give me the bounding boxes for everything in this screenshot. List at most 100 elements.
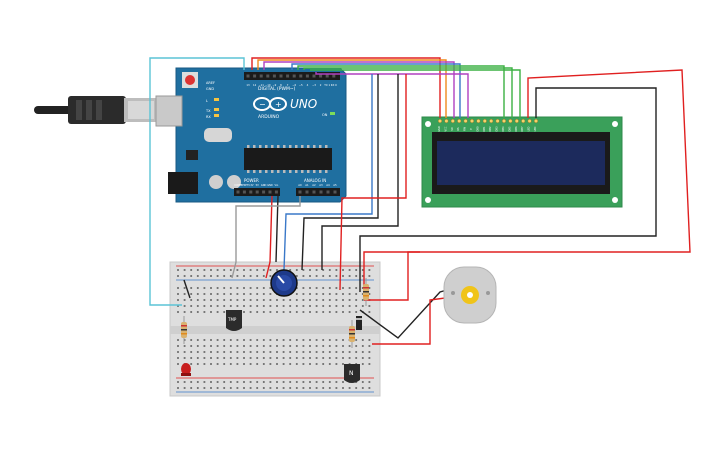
lcd-pin-label: DB1 (483, 126, 486, 131)
analog-pin-label: A2 (312, 183, 316, 187)
digital-pin-label: 2 (320, 83, 322, 87)
diode[interactable] (356, 316, 362, 330)
analog-pin[interactable] (333, 190, 337, 194)
on-led (330, 112, 335, 115)
aref-label: AREF (206, 81, 215, 85)
wire-lcd-6 (303, 67, 513, 118)
wire-black-bb-1 (183, 279, 191, 299)
analog-label: ANALOG IN (304, 178, 326, 183)
digital-pin[interactable] (325, 74, 329, 78)
tx-led (214, 108, 219, 111)
digital-pin[interactable] (305, 74, 309, 78)
lcd-pin-label: GND (438, 126, 441, 132)
lcd-pin[interactable] (489, 118, 494, 123)
regulator (186, 150, 198, 160)
digital-pin[interactable] (246, 74, 250, 78)
lcd-pin-label: LED (534, 127, 537, 132)
usb-port (155, 95, 183, 127)
gnd-label: GND (206, 87, 214, 91)
digital-pin[interactable] (312, 74, 316, 78)
lcd-pin-label: DB0 (476, 126, 479, 131)
breadboard-center-channel (170, 326, 380, 334)
lcd-pin[interactable] (470, 118, 475, 123)
temperature-sensor[interactable]: TMP (226, 310, 242, 331)
wire-lcd-3 (263, 61, 455, 118)
lcd-pin[interactable] (476, 118, 481, 123)
potentiometer[interactable] (270, 269, 298, 297)
power-pin[interactable] (262, 190, 266, 194)
crystal (204, 128, 232, 142)
digital-pin-label: ~6 (292, 83, 296, 87)
analog-pin-label: A0 (298, 183, 302, 187)
lcd-pin[interactable] (534, 118, 539, 123)
resistors[interactable] (181, 278, 369, 348)
digital-label: DIGITAL (PWM~) (258, 86, 296, 92)
analog-pin-label: A5 (333, 183, 337, 187)
power-pin[interactable] (249, 190, 253, 194)
digital-pin[interactable] (259, 74, 263, 78)
digital-pin[interactable] (253, 74, 257, 78)
analog-pin[interactable] (319, 190, 323, 194)
reset-button[interactable] (185, 75, 195, 85)
power-pin[interactable] (242, 190, 246, 194)
transistor[interactable]: N (344, 364, 360, 383)
digital-pin[interactable] (299, 74, 303, 78)
wire-red-a3 (339, 74, 407, 291)
dc-motor[interactable] (443, 266, 497, 324)
digital-pin[interactable] (332, 74, 336, 78)
lcd-pin[interactable] (444, 118, 449, 123)
lcd-pin[interactable] (527, 118, 532, 123)
power-pin[interactable] (268, 190, 272, 194)
digital-pin[interactable] (319, 74, 323, 78)
wire-lcd-8 (315, 72, 469, 118)
digital-pin-label: RX 0 (331, 83, 337, 87)
digital-header (244, 72, 340, 80)
power-pin[interactable] (236, 190, 240, 194)
lcd-pin[interactable] (514, 118, 519, 123)
capacitor-2 (227, 175, 241, 189)
digital-pin[interactable] (279, 74, 283, 78)
wire-lcd-7 (310, 69, 521, 118)
analog-pin[interactable] (326, 190, 330, 194)
rx-label: RX (206, 115, 211, 119)
digital-pin-label: ~3 (312, 83, 316, 87)
wire-black-lcd (359, 87, 657, 292)
analog-pin-label: A1 (305, 183, 309, 187)
lcd-pin[interactable] (502, 118, 507, 123)
lcd-pin[interactable] (495, 118, 500, 123)
digital-pin[interactable] (292, 74, 296, 78)
digital-pin-label: 7 (287, 83, 289, 87)
lcd-pin-label: DB6 (515, 126, 518, 131)
tx-label: TX (205, 109, 211, 113)
analog-pin[interactable] (298, 190, 302, 194)
digital-pin-label: 8 (280, 83, 282, 87)
lcd-pin[interactable] (463, 118, 468, 123)
capacitor-1 (209, 175, 223, 189)
lcd-pin[interactable] (438, 118, 443, 123)
lcd-pin[interactable] (508, 118, 513, 123)
power-pin[interactable] (255, 190, 259, 194)
lcd-pin-label: VCC (444, 126, 447, 131)
lcd-pin[interactable] (521, 118, 526, 123)
digital-pin[interactable] (272, 74, 276, 78)
lcd-screen (437, 141, 605, 185)
power-pin[interactable] (274, 190, 278, 194)
wires (149, 57, 691, 345)
lcd-pin[interactable] (482, 118, 487, 123)
wire-red-motor (364, 251, 420, 301)
lcd-pin[interactable] (450, 118, 455, 123)
analog-pin[interactable] (305, 190, 309, 194)
wire-lcd-2 (257, 59, 447, 118)
usb-cable[interactable] (34, 96, 158, 124)
lcd-pin[interactable] (457, 118, 462, 123)
power-pin-label: GND (267, 184, 273, 187)
digital-pin[interactable] (266, 74, 270, 78)
red-led[interactable] (181, 363, 191, 376)
analog-pin[interactable] (312, 190, 316, 194)
digital-pin[interactable] (286, 74, 290, 78)
power-pin-label: Vin (275, 184, 279, 187)
lcd-pin-label: DB2 (489, 126, 492, 131)
